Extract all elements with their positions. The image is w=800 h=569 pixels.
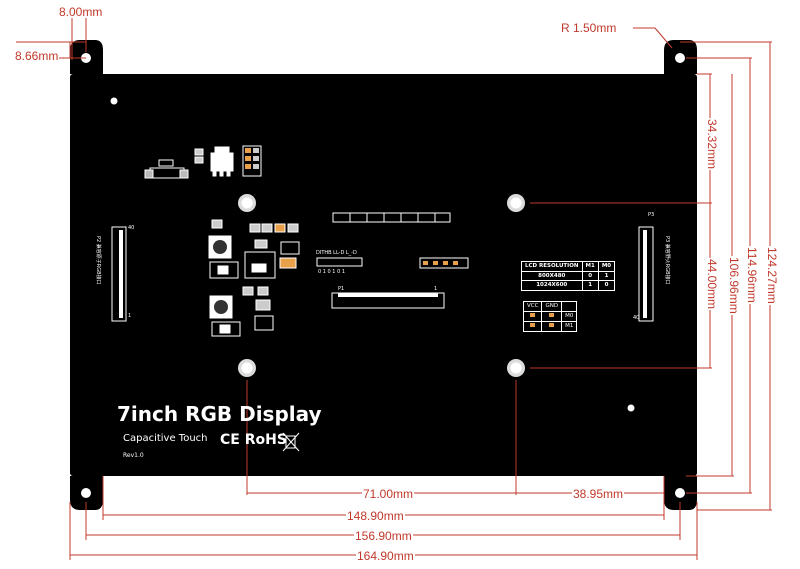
dim-hole-offset-x: 8.00mm bbox=[58, 5, 104, 19]
chip-c bbox=[211, 321, 241, 337]
connector-p1-label: P1 bbox=[338, 286, 345, 292]
table-header-cell bbox=[561, 301, 578, 312]
table-cell: 0 bbox=[597, 280, 616, 291]
table-row: M0 bbox=[522, 311, 578, 322]
table-cell: 1 bbox=[597, 270, 616, 282]
jumper-pad bbox=[522, 311, 543, 322]
table-header-row: LCD RESOLUTION M1 M0 bbox=[521, 261, 616, 272]
jumper-pad bbox=[541, 311, 563, 322]
standoff-holes bbox=[238, 194, 525, 377]
small-hole-bottom-right bbox=[627, 404, 635, 412]
table-header-cell: M1 bbox=[581, 261, 599, 272]
dim-h-164-90: 164.90mm bbox=[356, 549, 415, 563]
p3-pin-top: P3 bbox=[648, 212, 655, 218]
dim-v-44-00: 44.00mm bbox=[705, 258, 719, 311]
dim-v-34-32: 34.32mm bbox=[705, 118, 719, 171]
dim-h-156-90: 156.90mm bbox=[354, 529, 413, 543]
mounting-hole-top-right bbox=[675, 53, 685, 63]
table-header-cell: GND bbox=[541, 301, 563, 312]
certification-marks: CE RoHS bbox=[220, 432, 287, 448]
dim-h-71-00: 71.00mm bbox=[362, 487, 415, 501]
table-cell: M0 bbox=[561, 311, 578, 322]
p3-pin-bottom: 40 bbox=[633, 315, 640, 321]
jumper-pad bbox=[522, 321, 543, 332]
pin-strip-top bbox=[332, 212, 451, 223]
p2-pin-top: 40 bbox=[128, 225, 135, 231]
voltage-regulator bbox=[210, 152, 234, 172]
table-cell: M1 bbox=[561, 321, 578, 332]
table-header-row: VCC GND bbox=[522, 301, 578, 312]
table-header-cell: LCD RESOLUTION bbox=[521, 261, 583, 272]
dim-v-106-96: 106.96mm bbox=[727, 256, 741, 315]
config-header bbox=[316, 257, 363, 267]
pcb-components bbox=[111, 145, 654, 452]
dim-v-114-96: 114.96mm bbox=[745, 246, 759, 304]
weee-icon bbox=[282, 432, 300, 452]
connector-p3 bbox=[638, 226, 654, 322]
mounting-hole-bottom-left bbox=[81, 488, 91, 498]
board-title: 7inch RGB Display bbox=[117, 402, 322, 426]
dim-h-38-95: 38.95mm bbox=[572, 487, 625, 501]
bl-values: 0 1 0 1 0 1 bbox=[318, 269, 346, 275]
table-header-cell: M0 bbox=[597, 261, 616, 272]
lcd-resolution-table: LCD RESOLUTION M1 M0 800X480 0 1 1024X60… bbox=[521, 261, 616, 291]
table-cell: 800X480 bbox=[521, 270, 583, 282]
table-row: M1 bbox=[522, 321, 578, 332]
table-row: 1024X600 1 0 bbox=[521, 280, 616, 291]
bl-labels: DITHB LL-D L_-D bbox=[316, 250, 357, 256]
table-header-cell: VCC bbox=[522, 301, 543, 312]
table-cell: 1024X600 bbox=[521, 280, 583, 291]
power-jumper-table: VCC GND M0 M1 bbox=[522, 301, 578, 332]
table-cell: 1 bbox=[581, 280, 599, 291]
chip-a bbox=[209, 261, 239, 279]
dim-corner-radius: R 1.50mm bbox=[560, 21, 618, 35]
p3-label: P3 兼容野火RGB接口 bbox=[664, 236, 670, 285]
p2-pin-bottom: 1 bbox=[128, 313, 132, 319]
dim-v-124-27: 124.27mm bbox=[765, 246, 779, 305]
table-row: 800X480 0 1 bbox=[521, 270, 616, 282]
jumper-pad bbox=[541, 321, 563, 332]
connector-p1-pin1: 1 bbox=[434, 286, 438, 292]
table-cell: 0 bbox=[581, 270, 599, 282]
p2-label: P2 兼容原子RGB接口 bbox=[95, 236, 101, 285]
board-subtitle: Capacitive Touch bbox=[123, 433, 208, 444]
config-header-2 bbox=[419, 257, 469, 269]
mounting-hole-bottom-right bbox=[675, 488, 685, 498]
board-revision: Rev1.0 bbox=[123, 452, 144, 459]
dim-hole-offset-y: 8.66mm bbox=[14, 49, 60, 63]
small-hole-top-left bbox=[110, 97, 118, 105]
mounting-holes bbox=[81, 53, 685, 498]
connector-p2 bbox=[111, 226, 127, 322]
dim-h-148-90: 148.90mm bbox=[346, 509, 405, 523]
chip-b bbox=[244, 251, 276, 279]
